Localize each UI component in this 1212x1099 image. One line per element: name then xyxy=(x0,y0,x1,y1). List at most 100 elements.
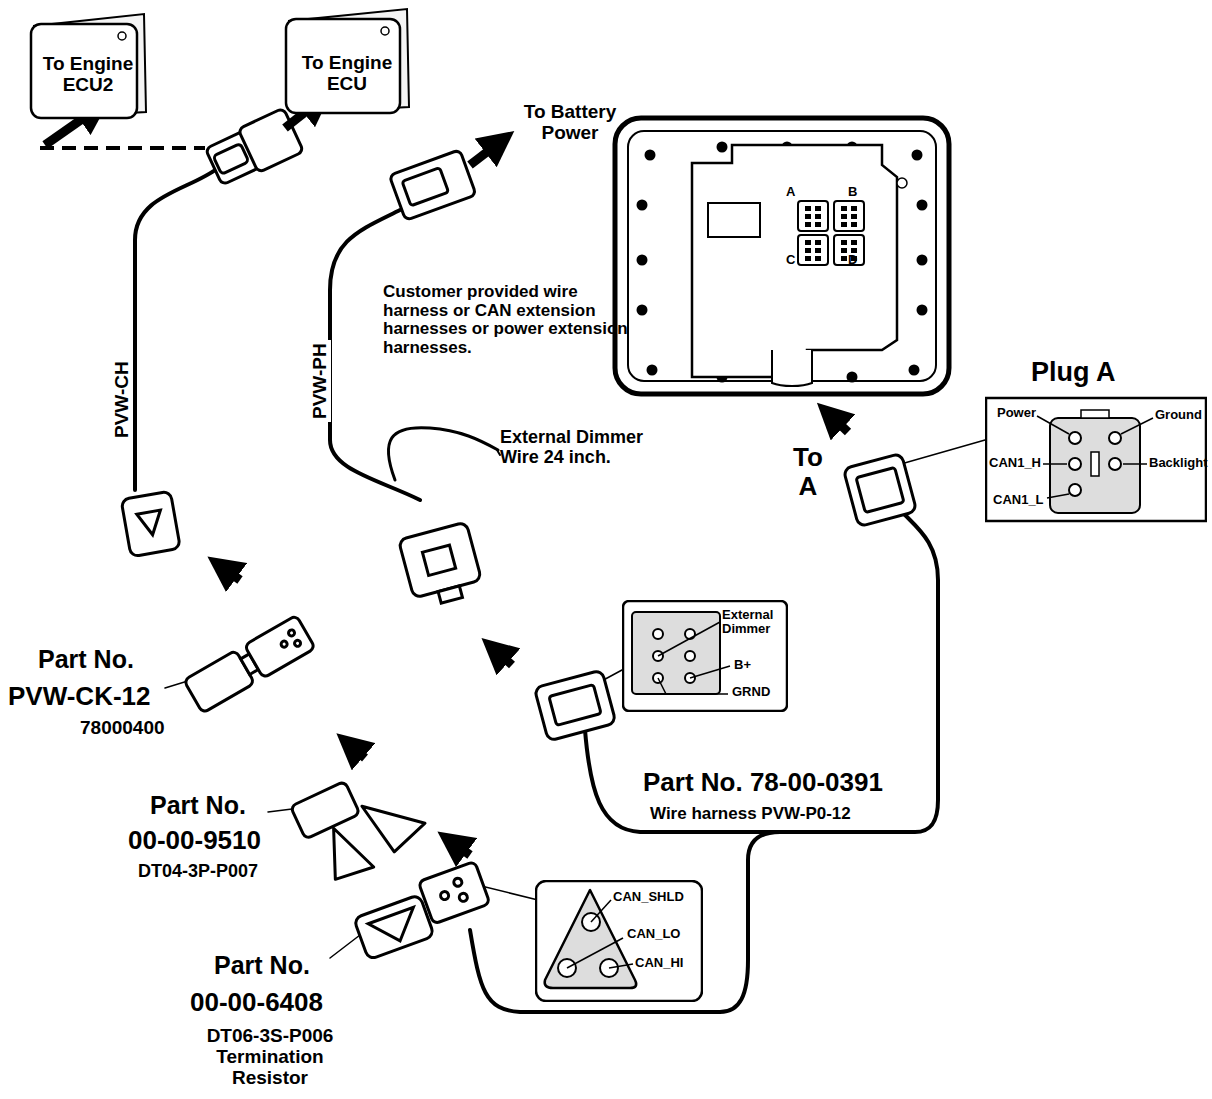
socket xyxy=(798,235,828,265)
bezel-inner xyxy=(628,131,936,381)
pin-leader xyxy=(567,938,623,968)
pin xyxy=(815,248,821,253)
node-text: Ground xyxy=(1155,408,1202,422)
pin xyxy=(805,222,811,227)
plug-face xyxy=(1050,418,1140,513)
screw xyxy=(917,305,928,316)
node-text: External Dimmer xyxy=(722,608,784,637)
arrow xyxy=(222,567,240,580)
screw xyxy=(647,365,658,376)
pin xyxy=(851,222,857,227)
socket xyxy=(798,201,828,231)
arrow xyxy=(452,842,470,855)
node-text: C xyxy=(786,253,795,267)
key xyxy=(1081,410,1109,418)
pinout-frame xyxy=(623,601,787,711)
node-text: Power xyxy=(997,406,1036,420)
wire-label: External Dimmer Wire 24 inch. xyxy=(500,428,660,468)
arrows xyxy=(40,102,848,855)
node-text: To Engine ECU xyxy=(289,53,405,95)
node-text: GRND xyxy=(732,685,770,699)
screw xyxy=(637,200,648,211)
leader-line xyxy=(330,935,360,958)
termination-resistor xyxy=(354,895,435,960)
screw xyxy=(917,255,928,266)
node-text: CAN1_H xyxy=(989,456,1041,470)
node-text: Backlight xyxy=(1149,456,1208,470)
part-label: Part No. xyxy=(38,646,134,674)
pinout-box: CAN_SHLDCAN_LOCAN_HI xyxy=(535,880,703,1002)
bezel xyxy=(615,118,949,394)
pin xyxy=(841,214,847,219)
harness-name: PVW-CH xyxy=(112,358,133,441)
pin-leader xyxy=(658,622,720,656)
node-text: A xyxy=(786,185,795,199)
cable-main xyxy=(470,515,938,1012)
battery-connector xyxy=(389,150,476,221)
screw xyxy=(637,305,648,316)
node-text: B xyxy=(848,185,857,199)
pin xyxy=(841,256,847,261)
node-text: D xyxy=(848,253,857,267)
plug-face xyxy=(632,612,720,694)
pin-hole xyxy=(558,959,576,977)
led xyxy=(381,27,389,35)
socket xyxy=(834,201,864,231)
pvw-ck-12-adapter xyxy=(184,615,316,713)
pinout-box: External DimmerB+ GRND xyxy=(622,600,788,712)
pin-leader xyxy=(1043,463,1067,465)
y-splitter xyxy=(290,758,432,888)
screw xyxy=(917,200,928,211)
pin xyxy=(851,206,857,211)
pin-hole xyxy=(1109,432,1121,444)
harness-name: PVW-PH xyxy=(310,340,331,422)
pin xyxy=(815,206,821,211)
pin xyxy=(805,248,811,253)
node-outline xyxy=(612,115,952,397)
destination-label: To Battery Power xyxy=(505,102,635,144)
pin-leader xyxy=(1037,416,1069,434)
arrow xyxy=(470,142,500,165)
part-description: Wire harness PVW-P0-12 xyxy=(650,805,851,824)
pin xyxy=(851,214,857,219)
pin xyxy=(815,240,821,245)
part-number: 00-00-9510 xyxy=(128,826,261,855)
pinout-frame xyxy=(536,881,702,1001)
pin xyxy=(841,248,847,253)
pin-hole xyxy=(1069,458,1081,470)
pin-hole xyxy=(1109,458,1121,470)
pin-leader xyxy=(1121,418,1153,434)
part-code: DT06-3S-P006 Termination Resistor xyxy=(180,1026,360,1089)
ecu-box: To Engine ECU2 xyxy=(28,10,148,122)
leader-line xyxy=(497,450,500,455)
connectors xyxy=(121,108,917,960)
part-label: Part No. xyxy=(214,952,310,980)
part-number: 00-00-6408 xyxy=(190,988,323,1017)
clip xyxy=(708,203,760,237)
node-text: B+ xyxy=(734,658,751,672)
node-text: CAN_LO xyxy=(627,927,680,941)
pin xyxy=(805,214,811,219)
arrow xyxy=(830,415,848,432)
screw xyxy=(909,365,920,376)
display-unit: A B C D xyxy=(612,115,952,397)
screw xyxy=(912,150,923,161)
node-text: CAN1_L xyxy=(993,493,1044,507)
note-text: Customer provided wire harness or CAN ex… xyxy=(383,283,638,358)
pinout-box: Plug APowerGroundCAN1_HBacklightCAN1_L xyxy=(985,358,1207,523)
pin-leader xyxy=(658,678,728,694)
vent xyxy=(897,178,907,188)
node-text: To Engine ECU2 xyxy=(34,54,142,96)
arrow xyxy=(350,745,365,758)
part-number: Part No. 78-00-0391 xyxy=(643,768,883,797)
pin-leader xyxy=(690,666,730,678)
pin-leader xyxy=(609,964,633,968)
pin xyxy=(805,206,811,211)
part-number: PVW-CK-12 xyxy=(8,682,151,711)
pin xyxy=(851,240,857,245)
power-receptacle xyxy=(398,522,484,610)
led xyxy=(118,32,126,40)
node-text: CAN_SHLD xyxy=(613,890,684,904)
pin xyxy=(815,222,821,227)
pin xyxy=(815,256,821,261)
